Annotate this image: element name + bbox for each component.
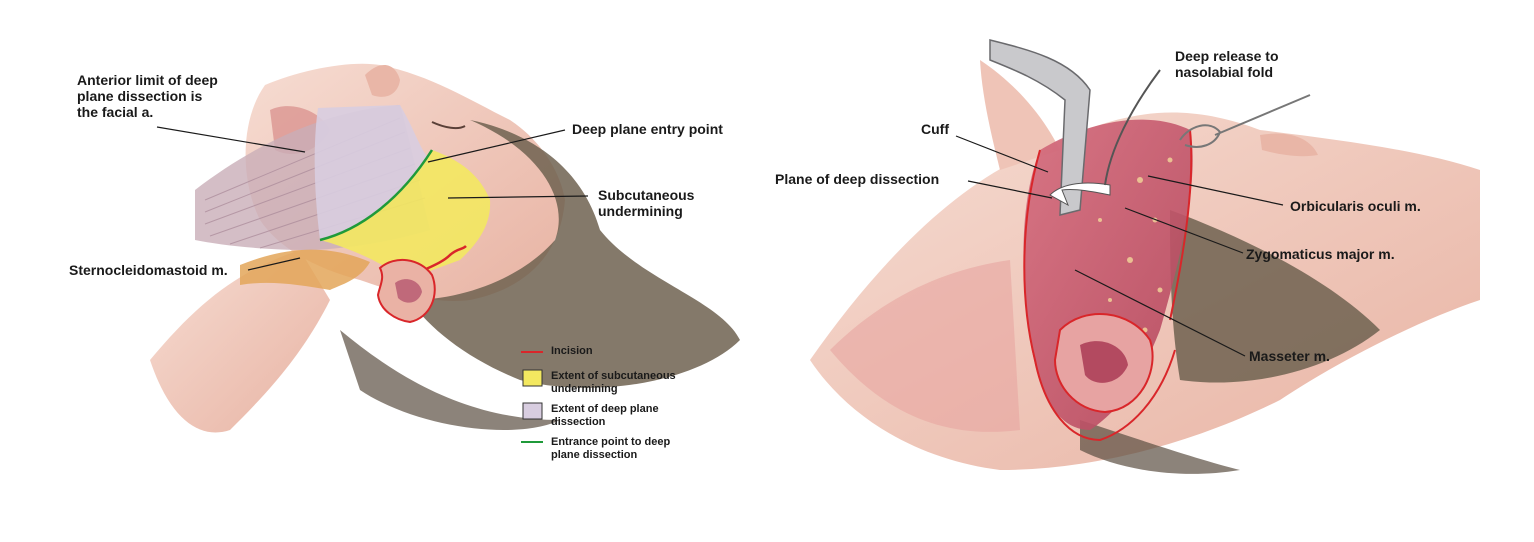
label-entry-point: Deep plane entry point — [572, 121, 723, 137]
right-figure — [810, 39, 1480, 474]
nose-right — [1260, 133, 1318, 157]
legend-entrance-line-2: plane dissection — [551, 449, 638, 461]
hair — [410, 120, 740, 388]
label-cuff: Cuff — [921, 121, 949, 137]
incision-border-right-2 — [1169, 129, 1193, 321]
label-deep-release-line-1: Deep release to — [1175, 48, 1279, 64]
legend-swatch-deep-plane — [522, 402, 543, 420]
neck-muscle — [830, 260, 1020, 432]
label-anterior-limit-line-3: the facial a. — [77, 104, 154, 120]
label-sternocleidomastoid: Sternocleidomastoid m. — [69, 262, 228, 278]
left-figure — [150, 63, 740, 433]
legend-swatches — [521, 351, 543, 443]
legend-subcutaneous-line-1: Extent of subcutaneous — [551, 370, 676, 382]
hook-handle — [1214, 94, 1311, 136]
right-leaders — [955, 135, 1284, 357]
hook — [1104, 69, 1161, 186]
hair-lower — [340, 330, 560, 430]
nose — [365, 64, 400, 97]
label-anterior-limit-line-2: plane dissection is — [77, 88, 203, 104]
label-deep-release-line-2: nasolabial fold — [1175, 64, 1274, 80]
fat-dots — [1098, 157, 1173, 333]
legend-entrance: Entrance point to deep plane dissection — [551, 436, 670, 462]
label-deep-release: Deep release to nasolabial fold — [1175, 48, 1279, 80]
label-subcutaneous-line-2: undermining — [598, 203, 683, 219]
label-anterior-limit-line-1: Anterior limit of deep — [77, 72, 218, 88]
left-leaders — [156, 126, 589, 271]
hair-right-lower — [1080, 420, 1240, 474]
legend-swatch-subcutaneous — [522, 369, 543, 387]
eye — [431, 121, 466, 130]
hair-right — [1170, 210, 1380, 383]
chin — [980, 60, 1060, 170]
legend-incision: Incision — [551, 345, 593, 358]
label-subcutaneous-line-1: Subcutaneous — [598, 187, 695, 203]
release-arrow — [1049, 182, 1111, 207]
neck-skin — [150, 250, 330, 433]
label-zygomaticus: Zygomaticus major m. — [1246, 246, 1395, 262]
label-plane-deep: Plane of deep dissection — [775, 171, 940, 187]
legend-incision-text: Incision — [551, 345, 593, 357]
label-masseter: Masseter m. — [1249, 348, 1330, 364]
legend-deep-plane-line-2: dissection — [551, 416, 606, 428]
entry-line — [319, 149, 434, 242]
legend-deep-plane-line-1: Extent of deep plane — [551, 403, 659, 415]
ear-right-inner — [1080, 341, 1128, 383]
legend-deep-plane: Extent of deep plane dissection — [551, 403, 659, 429]
legend-subcutaneous-line-2: undermining — [551, 383, 618, 395]
label-orbicularis: Orbicularis oculi m. — [1290, 198, 1421, 214]
legend-subcutaneous: Extent of subcutaneous undermining — [551, 370, 676, 396]
incision-border-right — [1023, 149, 1176, 442]
ear-inner — [395, 279, 422, 303]
sternocleidomastoid-muscle — [240, 249, 370, 290]
legend-entrance-line-1: Entrance point to deep — [551, 436, 671, 448]
label-anterior-limit: Anterior limit of deep plane dissection … — [77, 72, 218, 120]
retractor — [989, 39, 1091, 216]
label-subcutaneous: Subcutaneous undermining — [598, 187, 694, 219]
subcutaneous-area — [320, 150, 491, 280]
deep-plane-area — [314, 105, 430, 240]
